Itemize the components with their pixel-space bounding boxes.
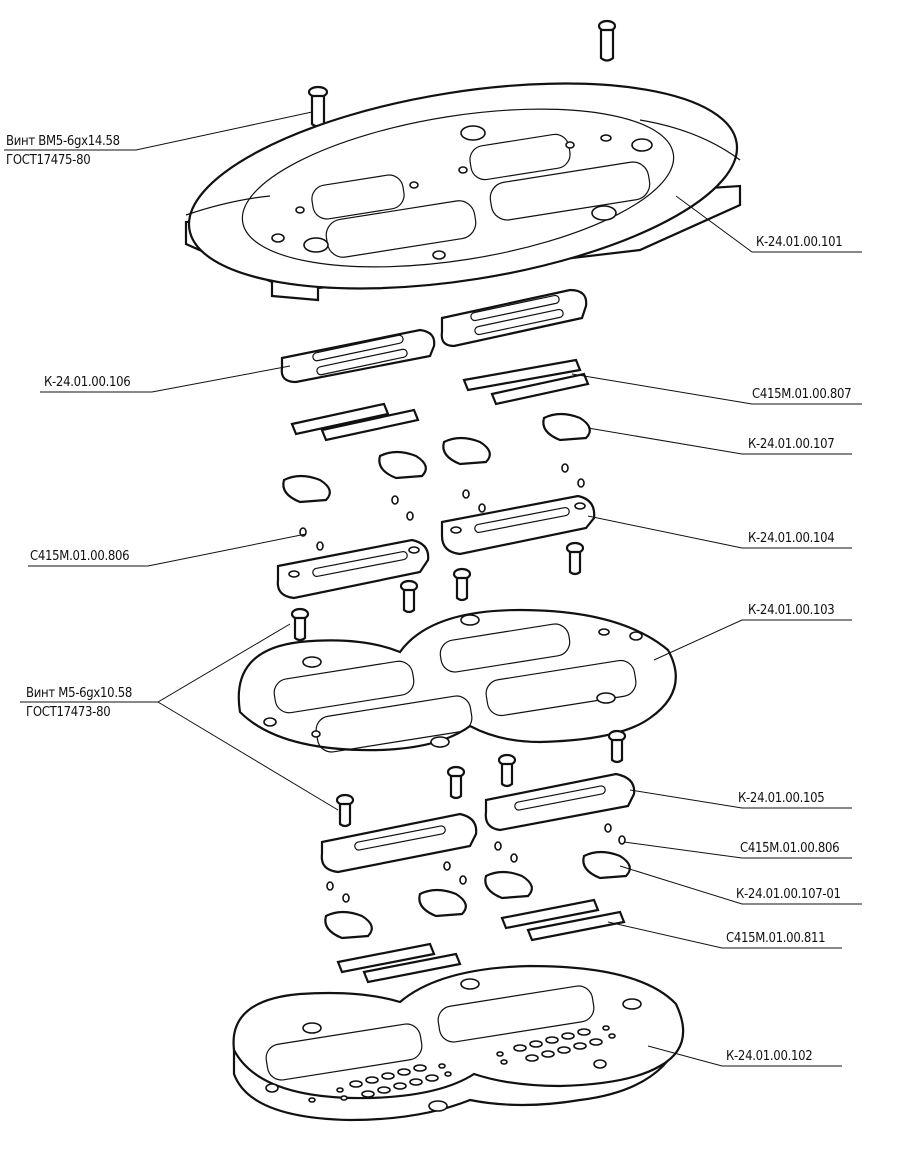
label-part-807: С415М.01.00.807	[752, 387, 852, 402]
cover-plate-101	[184, 82, 742, 302]
clips-107-01	[324, 850, 631, 940]
stop-104-right	[440, 494, 596, 556]
clips-107	[282, 412, 591, 504]
label-part-806-lower: С415М.01.00.806	[740, 841, 840, 856]
label-part-101: К-24.01.00.101	[756, 235, 843, 250]
label-part-107: К-24.01.00.107	[748, 437, 835, 452]
label-screw-mid-line2: ГОСТ17473-80	[26, 705, 111, 720]
port-holes-right	[496, 1025, 616, 1065]
base-plate-102	[232, 964, 685, 1122]
screw-top-right	[597, 19, 617, 62]
reed-strips-811	[336, 898, 626, 984]
label-part-102: К-24.01.00.102	[726, 1049, 813, 1064]
guard-106-right	[440, 288, 588, 348]
label-part-103: К-24.01.00.103	[748, 603, 835, 618]
reed-strips-807	[290, 358, 590, 442]
label-part-107-01: К-24.01.00.107-01	[736, 887, 841, 902]
label-part-105: К-24.01.00.105	[738, 791, 825, 806]
stop-104-left	[276, 538, 430, 600]
label-screw-mid-line1: Винт М5-6gx10.58	[26, 686, 133, 701]
port-holes-left	[308, 1063, 452, 1103]
leader-lines	[4, 111, 862, 1067]
label-screw-top-line2: ГОСТ17475-80	[6, 153, 91, 168]
label-part-811: С415М.01.00.811	[726, 931, 826, 946]
label-part-106: К-24.01.00.106	[44, 375, 131, 390]
screws-lower	[335, 729, 627, 828]
stop-105-right	[484, 772, 636, 832]
gasket-103	[237, 608, 677, 753]
label-part-104: К-24.01.00.104	[748, 531, 835, 546]
label-part-806-upper: С415М.01.00.806	[30, 549, 130, 564]
screws-middle	[290, 541, 585, 642]
label-screw-top-line1: Винт ВМ5-6gx14.58	[6, 134, 120, 149]
stop-105-left	[320, 812, 478, 874]
pins-806-lower	[326, 823, 626, 903]
screw-top-left	[307, 85, 329, 128]
pins-806-upper	[299, 463, 585, 551]
guard-106-left	[280, 328, 436, 384]
